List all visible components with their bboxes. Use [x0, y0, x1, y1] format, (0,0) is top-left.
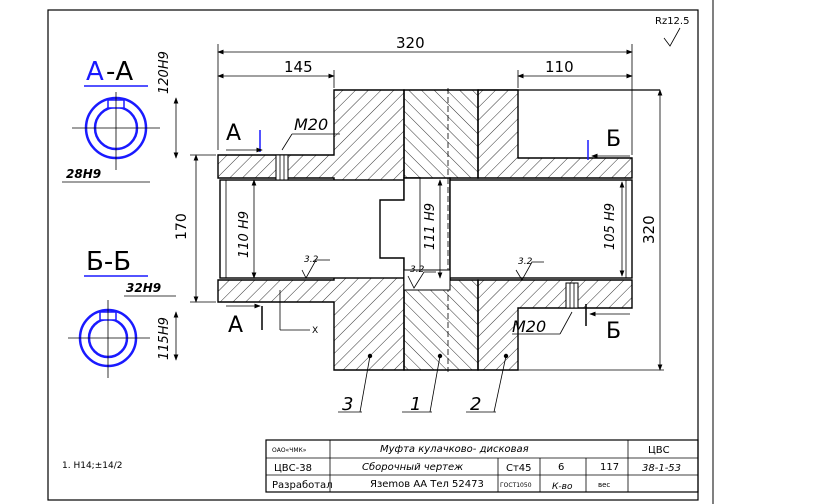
section-a-bottom: А	[228, 313, 243, 338]
dim-bb-width-text: 115H9	[157, 317, 172, 360]
callout-leader-2	[493, 355, 507, 413]
section-aa-view: А -А 120H9 28H9	[62, 51, 179, 183]
tb-sheet-ref: 38-1-53	[642, 463, 681, 474]
roughness-mark-2: 3.2	[410, 265, 425, 275]
leader-m20-bottom	[559, 311, 573, 335]
dim-overall-text: 320	[396, 34, 425, 52]
roughness-mark	[407, 271, 436, 289]
roughness-mark-3: 3.2	[518, 257, 533, 267]
thread-bottom-label: M20	[512, 317, 546, 336]
section-b-top: Б	[606, 127, 621, 152]
title-block-frame	[265, 439, 699, 493]
dim-170-text: 170	[174, 213, 190, 240]
section-aa-title-a: А	[86, 57, 104, 87]
tb-doc-type: Сборочный чертеж	[362, 461, 463, 473]
tb-author: Язеmов АА Тел 52473	[370, 479, 484, 490]
tb-name: Муфта кулачково- дисковая	[380, 444, 529, 455]
tb-code-right: ЦВС	[648, 445, 670, 456]
dim-aa-keyway-text: 28H9	[66, 167, 101, 181]
section-a-top: А	[226, 121, 241, 146]
callout-3: 3	[342, 394, 353, 415]
axis-label: X	[312, 326, 318, 336]
part-3-body	[217, 89, 405, 371]
dim-bore-center-text: 111 H9	[423, 203, 438, 250]
tb-qty: 6	[558, 462, 564, 473]
tb-designation: ЦВС-38	[274, 463, 312, 474]
tb-role: Разработал	[272, 480, 333, 491]
roughness-mark	[515, 261, 544, 281]
dim-320-right-text: 320	[640, 215, 658, 244]
thread-top-label: M20	[294, 115, 328, 134]
thread-hole-top	[275, 154, 289, 181]
dim-bb-keyway-text: 32H9	[126, 281, 161, 295]
assembly-section	[217, 88, 660, 372]
section-b-bottom: Б	[606, 319, 621, 344]
callout-2: 2	[470, 394, 481, 415]
tech-note: 1. H14;±14/2	[62, 461, 122, 471]
bore-left	[219, 179, 405, 279]
dim-bore-right-text: 105 H9	[603, 203, 618, 250]
tb-number: 117	[600, 462, 619, 473]
callout-leader-3	[359, 355, 371, 413]
title-block: ОАО«ЧМК» Муфта кулачково- дисковая ЦВС Ц…	[265, 439, 699, 493]
tb-material: Ст45	[506, 463, 532, 474]
section-bb-view: Б-Б 32H9 115H9	[68, 247, 179, 378]
dim-145-text: 145	[284, 58, 313, 76]
tb-count-label: К-во	[552, 482, 573, 492]
roughness-symbol	[663, 27, 681, 47]
tb-org: ОАО«ЧМК»	[272, 447, 307, 454]
tb-weight-label: вес	[598, 481, 610, 489]
section-bb-title: Б-Б	[86, 247, 131, 277]
part-2-body-lower	[477, 279, 633, 371]
tb-std: ГОСТ1050	[500, 482, 532, 489]
leader-m20-top	[281, 133, 293, 151]
dim-aa-width-text: 120H9	[157, 51, 172, 94]
section-aa-title-rest: -А	[106, 57, 133, 87]
thread-hole-bottom	[565, 282, 579, 309]
callout-leader-1	[429, 355, 441, 413]
roughness-mark-1: 3.2	[304, 255, 319, 265]
outer-frame	[47, 9, 699, 501]
roughness-mark	[301, 259, 330, 279]
dim-bore-left-text: 110 H9	[237, 211, 252, 258]
dim-110-text: 110	[545, 58, 574, 76]
callout-1: 1	[410, 394, 421, 415]
roughness-general: Rz12.5	[655, 16, 689, 27]
